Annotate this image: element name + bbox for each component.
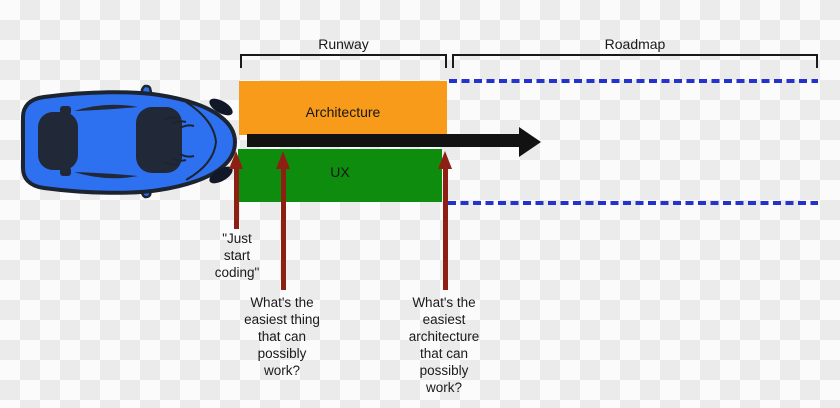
annotation-arrowhead-easiest-thing xyxy=(276,151,290,169)
annotation-stem-easiest-thing xyxy=(281,168,286,290)
roadmap-label: Roadmap xyxy=(604,36,666,52)
runway-bracket xyxy=(240,54,447,68)
architecture-box-label: Architecture xyxy=(305,103,381,120)
annotation-arrowhead-just-start xyxy=(229,151,243,169)
roadmap-dashed-line-bottom xyxy=(448,201,818,205)
annotation-stem-just-start xyxy=(234,168,239,229)
car-side-window-top xyxy=(74,104,138,111)
car-side-window-bottom xyxy=(74,172,138,179)
car-windshield xyxy=(136,107,182,173)
annotation-easiest-thing: What's the easiest thing that can possib… xyxy=(244,295,320,378)
car-icon xyxy=(21,84,238,199)
annotation-arrowhead-easiest-architecture xyxy=(438,151,452,169)
car-rear-detail-top xyxy=(60,106,71,115)
ux-box-label: UX xyxy=(330,164,350,180)
roadmap-bracket xyxy=(452,54,818,68)
architecture-box: Architecture xyxy=(239,81,447,135)
car-hood-crease xyxy=(185,101,218,181)
roadmap-dashed-line-top xyxy=(449,79,818,83)
car-headlight-top xyxy=(209,98,233,116)
timeline-arrow xyxy=(247,127,541,157)
runway-label: Runway xyxy=(318,36,369,52)
car-hood-vents xyxy=(163,116,195,166)
ux-box: UX xyxy=(238,149,442,202)
annotation-just-start: "Just start coding" xyxy=(214,231,260,280)
annotation-easiest-architecture: What's the easiest architecture that can… xyxy=(408,295,480,395)
car-rear-detail-bottom xyxy=(60,167,71,176)
annotation-stem-easiest-architecture xyxy=(443,168,448,290)
car-body xyxy=(21,90,238,195)
car-rear-window xyxy=(38,112,78,170)
car-headlight-bottom xyxy=(209,166,233,184)
